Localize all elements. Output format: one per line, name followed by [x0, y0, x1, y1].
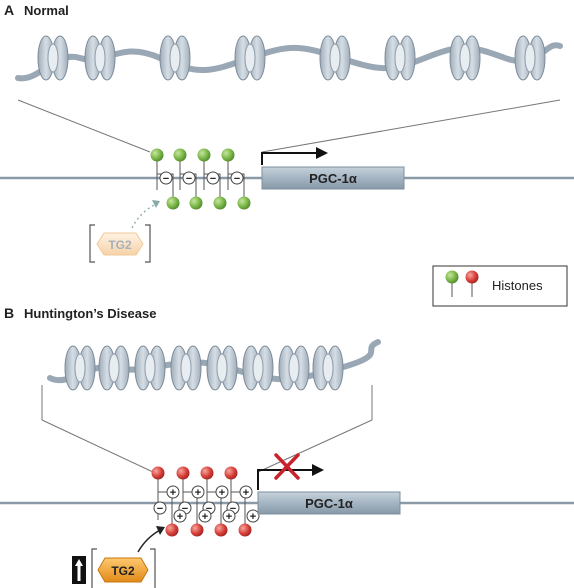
- tg2-label: TG2: [108, 238, 132, 252]
- zoom-line-right-b: [257, 419, 373, 473]
- histone-red: [165, 523, 179, 537]
- nucleosome: [159, 35, 191, 81]
- plus-charge-icon: +: [226, 511, 232, 523]
- histone-green: [189, 196, 203, 210]
- chromatin-fiber-condensed: [47, 339, 381, 391]
- legend-histone-red: [465, 270, 479, 284]
- tg2-enzyme-normal: TG2: [89, 200, 160, 263]
- legend-label: Histones: [492, 278, 543, 293]
- gene-label: PGC-1α: [305, 496, 353, 511]
- histone-red: [200, 466, 214, 480]
- nucleosome: [449, 35, 481, 81]
- panel-a: A Normal: [0, 2, 574, 307]
- tg2-enzyme-disease: TG2: [72, 526, 165, 588]
- minus-charge-icon: −: [182, 503, 188, 515]
- transcription-arrow-icon: [261, 147, 328, 165]
- nucleosome: [37, 35, 69, 81]
- histone-green: [173, 148, 187, 162]
- panel-b-title: Huntington’s Disease: [24, 306, 156, 321]
- histone-red: [176, 466, 190, 480]
- nucleosome: [278, 345, 310, 391]
- panel-b: B Huntington’s Disease: [0, 305, 574, 588]
- minus-charge-icon: −: [210, 173, 216, 185]
- histone-red: [214, 523, 228, 537]
- nucleosome: [312, 345, 344, 391]
- nucleosome: [206, 345, 238, 391]
- gene-box-pgc1a: [261, 166, 405, 190]
- histone-green: [237, 196, 251, 210]
- histone-green: [150, 148, 164, 162]
- plus-charge-icon: +: [219, 487, 225, 499]
- positive-charges: + + + + − − − − + + + +: [153, 485, 260, 523]
- nucleosome: [170, 345, 202, 391]
- nucleosome: [319, 35, 351, 81]
- histone-red: [151, 466, 165, 480]
- histone-green: [213, 196, 227, 210]
- histone-green: [166, 196, 180, 210]
- nucleosome: [98, 345, 130, 391]
- legend: Histones: [432, 265, 568, 307]
- histone-tails-disease: + + + + − − − − + + + +: [151, 466, 260, 537]
- histone-green: [221, 148, 235, 162]
- zoom-line-right: [261, 99, 561, 153]
- legend-histone-green: [445, 270, 459, 284]
- nucleosome: [64, 345, 96, 391]
- negative-charges: − − − −: [159, 171, 244, 185]
- histone-green: [197, 148, 211, 162]
- minus-charge-icon: −: [163, 173, 169, 185]
- activation-arrow: [137, 529, 161, 553]
- panel-a-title: Normal: [24, 3, 69, 18]
- nucleosome: [84, 35, 116, 81]
- dotted-arrow: [131, 203, 157, 229]
- histone-red: [190, 523, 204, 537]
- minus-charge-icon: −: [206, 503, 212, 515]
- histone-red: [238, 523, 252, 537]
- block-x-icon: [274, 453, 300, 480]
- histone-tails-normal: − − − −: [150, 148, 251, 210]
- plus-charge-icon: +: [177, 511, 183, 523]
- nucleosome: [234, 35, 266, 81]
- gene-box-pgc1a: [257, 491, 401, 515]
- nucleosome: [514, 35, 546, 81]
- plus-charge-icon: +: [250, 511, 256, 523]
- plus-charge-icon: +: [170, 487, 176, 499]
- minus-charge-icon: −: [234, 173, 240, 185]
- plus-charge-icon: +: [202, 511, 208, 523]
- zoom-line-left: [17, 99, 151, 153]
- gene-label: PGC-1α: [309, 171, 357, 186]
- histone-red: [224, 466, 238, 480]
- tg2-label: TG2: [111, 564, 135, 578]
- plus-charge-icon: +: [243, 487, 249, 499]
- minus-charge-icon: −: [186, 173, 192, 185]
- chromatin-fiber-open: [15, 35, 563, 82]
- panel-b-letter: B: [4, 305, 14, 321]
- panel-a-letter: A: [4, 2, 14, 18]
- zoom-line-left-b: [41, 419, 154, 473]
- minus-charge-icon: −: [157, 503, 163, 515]
- nucleosome: [134, 345, 166, 391]
- plus-charge-icon: +: [195, 487, 201, 499]
- nucleosome: [384, 35, 416, 81]
- transcription-arrow-icon: [257, 464, 324, 490]
- minus-charge-icon: −: [230, 503, 236, 515]
- nucleosome: [242, 345, 274, 391]
